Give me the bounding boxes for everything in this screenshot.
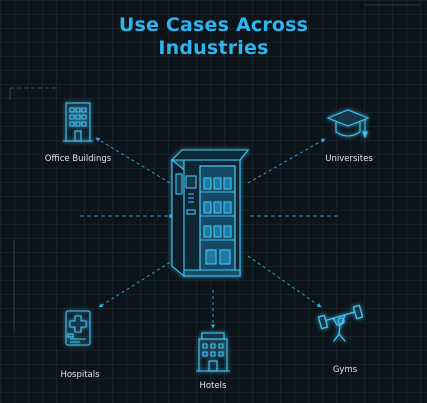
arrow-universities: [247, 138, 326, 184]
frame-accents: [9, 4, 420, 330]
office-building-icon: [63, 102, 93, 142]
label-office-buildings: Office Buildings: [44, 154, 112, 164]
diagram-title: Use Cases Across Industries: [0, 14, 427, 60]
label-gyms: Gyms: [332, 365, 358, 375]
hospital-bed-icon: [65, 310, 91, 346]
vending-machine-icon: [170, 149, 250, 278]
label-hospitals: Hospitals: [60, 370, 100, 380]
label-universities: Universites: [325, 154, 373, 164]
label-hotels: Hotels: [199, 381, 227, 391]
graduation-cap-icon: [326, 109, 370, 139]
use-case-arrows: [95, 137, 326, 329]
title-line-2: Industries: [158, 37, 269, 59]
arrow-gyms: [247, 255, 322, 308]
weightlifter-icon: [317, 304, 364, 342]
title-line-1: Use Cases Across: [118, 14, 309, 36]
arrow-office: [95, 137, 171, 184]
arrow-hospitals: [98, 255, 181, 308]
hotel-building-icon: [196, 332, 230, 372]
